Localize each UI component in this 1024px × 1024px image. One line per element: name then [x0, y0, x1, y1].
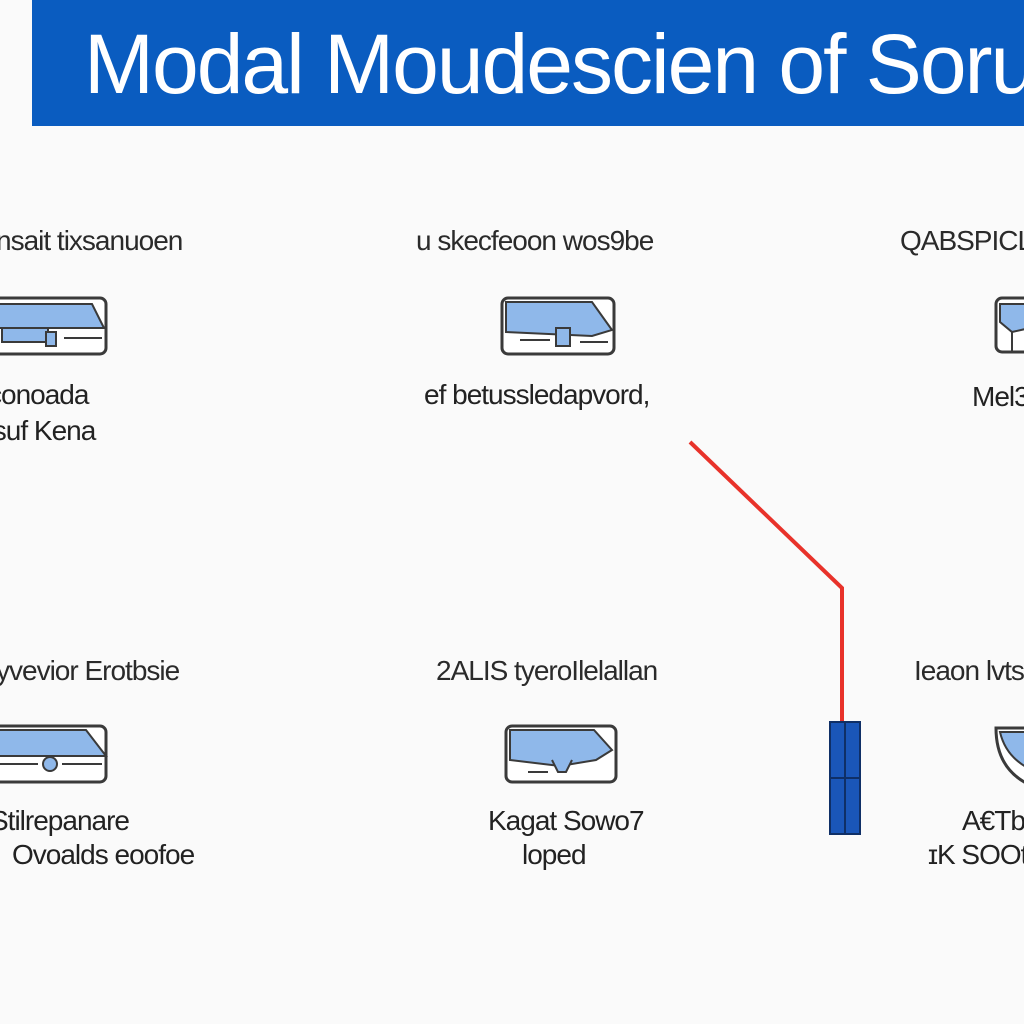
node-3-label: QABSPICLe — [900, 225, 1024, 256]
node-5-caption-line1: Kagat Sowo7 — [488, 805, 645, 836]
projector-device-icon — [0, 296, 108, 356]
node-4-label: yvevior Erotbsie — [0, 655, 180, 686]
node-1-label: nsait tixsanuoen — [0, 225, 183, 256]
node-6-caption-line1: A€Tb — [962, 805, 1024, 836]
connector-line — [688, 440, 844, 722]
node-6-caption-line2: ɪK SOOtb — [928, 839, 1024, 870]
node-2-caption-line1: ef betussledapvord, — [424, 379, 650, 410]
title-banner: Modal Moudescien of Sorud — [32, 0, 1024, 126]
node-4-caption-line2: Ovoalds eoofoe — [12, 839, 195, 870]
projector-device-icon — [504, 724, 618, 784]
terminal-block — [829, 721, 861, 835]
projector-device-icon — [994, 296, 1024, 354]
node-5-label: 2ALIS tyeroIlelallan — [436, 655, 658, 686]
page-title: Modal Moudescien of Sorud — [84, 17, 1024, 111]
projector-device-icon — [500, 296, 616, 356]
node-5-caption-line2: loped — [522, 839, 587, 870]
node-3-caption-line1: Mel3 — [972, 381, 1024, 412]
projector-device-icon — [994, 726, 1024, 784]
projector-device-icon — [0, 724, 109, 784]
node-6-label: Ieaon lvts — [914, 655, 1024, 686]
node-4-caption-line1: Stilrepanare — [0, 805, 130, 836]
node-1-caption-line1: conoada — [0, 379, 89, 410]
node-1-caption-line2: tsuf Kena — [0, 415, 96, 446]
node-2-label: u skecfeoon wos9be — [416, 225, 654, 256]
